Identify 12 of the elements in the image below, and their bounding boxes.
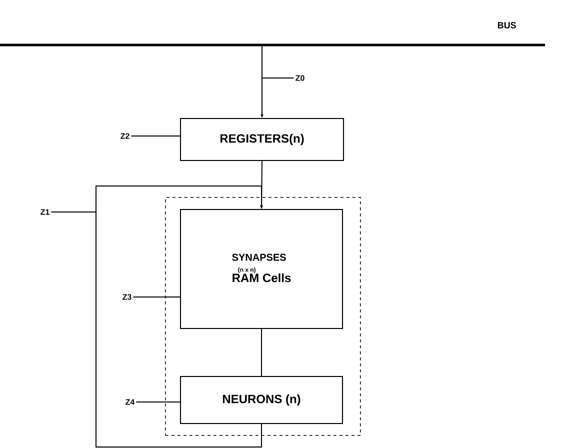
leader-line — [132, 296, 180, 298]
feedback-loop-arrow — [96, 186, 264, 448]
connector-line — [261, 328, 262, 376]
signal-label: Z4 — [126, 399, 135, 405]
block-box: NEURONS (n) — [180, 376, 343, 424]
block-box: REGISTERS(n) — [180, 118, 344, 161]
signal-label: Z2 — [120, 133, 130, 139]
signal-label: Z0 — [296, 75, 304, 81]
signal-label: Z1 — [40, 209, 50, 215]
signal-label: Z3 — [122, 294, 132, 300]
bus-line: BUS — [0, 22, 545, 46]
dashed-group-box — [165, 197, 361, 436]
